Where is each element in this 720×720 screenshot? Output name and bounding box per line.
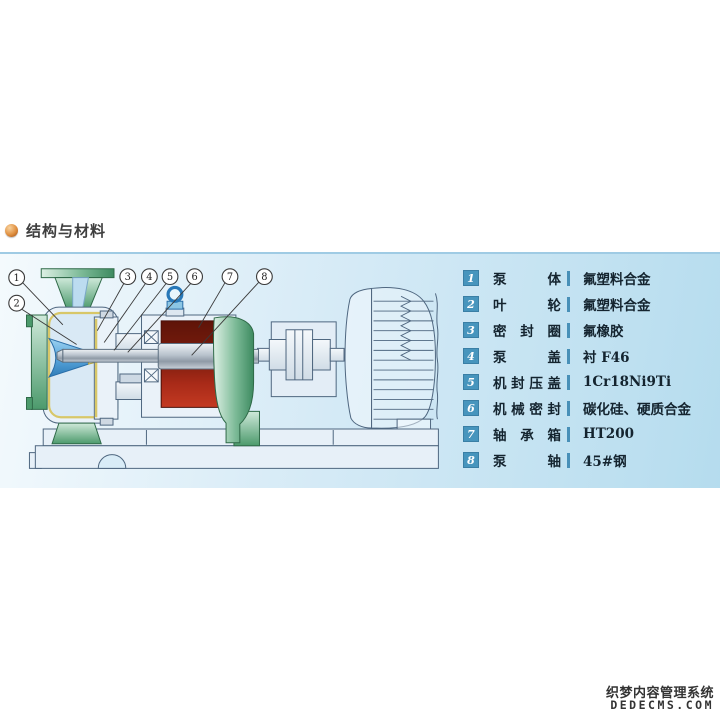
part-name: 叶轮 [493,298,561,313]
part-material: 氟塑料合金 [583,298,651,314]
callout-7: 7 [222,269,238,285]
part-material: 碳化硅、硬质合金 [583,402,691,418]
svg-text:3: 3 [125,272,131,283]
row-number-badge: 2 [463,296,479,312]
pump-cross-section-diagram: 1 2 3 4 5 6 7 8 [2,256,457,488]
part-name: 轴承箱 [493,428,561,443]
ball-bearings [144,331,158,382]
svg-text:7: 7 [227,272,233,283]
motor-fin-chevrons [401,296,411,360]
column-divider [567,374,570,390]
callouts: 1 2 3 4 5 6 7 8 [9,269,272,311]
svg-text:2: 2 [14,299,20,310]
page-title: 结构与材料 [26,223,107,240]
column-divider [567,296,570,312]
motor-break-edge [435,293,438,419]
table-row: 7 轴承箱 HT200 [463,421,691,447]
row-number-badge: 3 [463,322,479,338]
column-divider [567,322,570,338]
watermark: 织梦内容管理系统 DEDECMS.COM [606,686,714,712]
part-name: 机封压盖 [493,376,561,391]
table-row: 5 机封压盖 1Cr18Ni9Ti [463,369,691,395]
row-number-badge: 8 [463,452,479,468]
eye-bolt-icon [167,287,183,309]
suction-flange [31,315,47,409]
watermark-line1: 织梦内容管理系统 [605,685,714,700]
table-row: 8 泵轴 45#钢 [463,447,691,473]
table-row: 6 机械密封 碳化硅、硬质合金 [463,395,691,421]
callout-5: 5 [162,269,178,285]
pump-cover [94,317,118,419]
part-material: 氟橡胶 [583,324,624,340]
row-number-badge: 5 [463,374,479,390]
row-number-badge: 6 [463,400,479,416]
seal-gland-lower [116,382,142,400]
svg-text:6: 6 [191,272,197,283]
svg-text:8: 8 [261,272,267,283]
support-bracket [214,317,260,446]
column-divider [567,270,570,286]
section-bullet-icon [5,224,18,237]
discharge-flange [41,269,114,278]
table-row: 3 密封圈 氟橡胶 [463,317,691,343]
row-number-badge: 1 [463,270,479,286]
part-name: 泵轴 [493,454,561,469]
materials-table: 1 泵体 氟塑料合金 2 叶轮 氟塑料合金 3 密封圈 氟橡胶 4 泵盖 衬 F… [463,265,691,473]
part-material: 45#钢 [583,454,627,470]
watermark-line2: DEDECMS.COM [610,698,714,712]
callout-8: 8 [257,269,273,285]
column-divider [567,452,570,468]
svg-text:4: 4 [146,272,152,283]
callout-2: 2 [9,295,25,311]
part-material: 氟塑料合金 [583,272,651,288]
part-material: 衬 F46 [583,350,630,366]
part-material: HT200 [583,426,634,442]
callout-4: 4 [142,269,158,285]
part-name: 密封圈 [493,324,561,339]
callout-3: 3 [120,269,136,285]
column-divider [567,348,570,364]
base-frame [29,429,438,468]
part-material: 1Cr18Ni9Ti [583,374,672,390]
callout-leaders [22,283,259,356]
pump-pedestal [52,423,101,444]
row-number-badge: 4 [463,348,479,364]
row-number-badge: 7 [463,426,479,442]
part-name: 泵盖 [493,350,561,365]
callout-1: 1 [9,270,25,286]
table-row: 1 泵体 氟塑料合金 [463,265,691,291]
svg-text:5: 5 [167,272,173,283]
column-divider [567,426,570,442]
part-name: 机械密封 [493,402,561,417]
motor-fins [374,301,434,419]
column-divider [567,400,570,416]
table-row: 2 叶轮 氟塑料合金 [463,291,691,317]
table-row: 4 泵盖 衬 F46 [463,343,691,369]
structure-materials-panel: 1 2 3 4 5 6 7 8 1 泵体 氟塑料合金 2 叶轮 氟塑料合金 3 … [0,252,720,488]
part-name: 泵体 [493,272,561,287]
coupling [258,322,345,397]
svg-text:1: 1 [14,273,20,284]
callout-6: 6 [187,269,203,285]
pump-cover-seal-stack [94,311,141,425]
motor-outline [345,288,438,430]
